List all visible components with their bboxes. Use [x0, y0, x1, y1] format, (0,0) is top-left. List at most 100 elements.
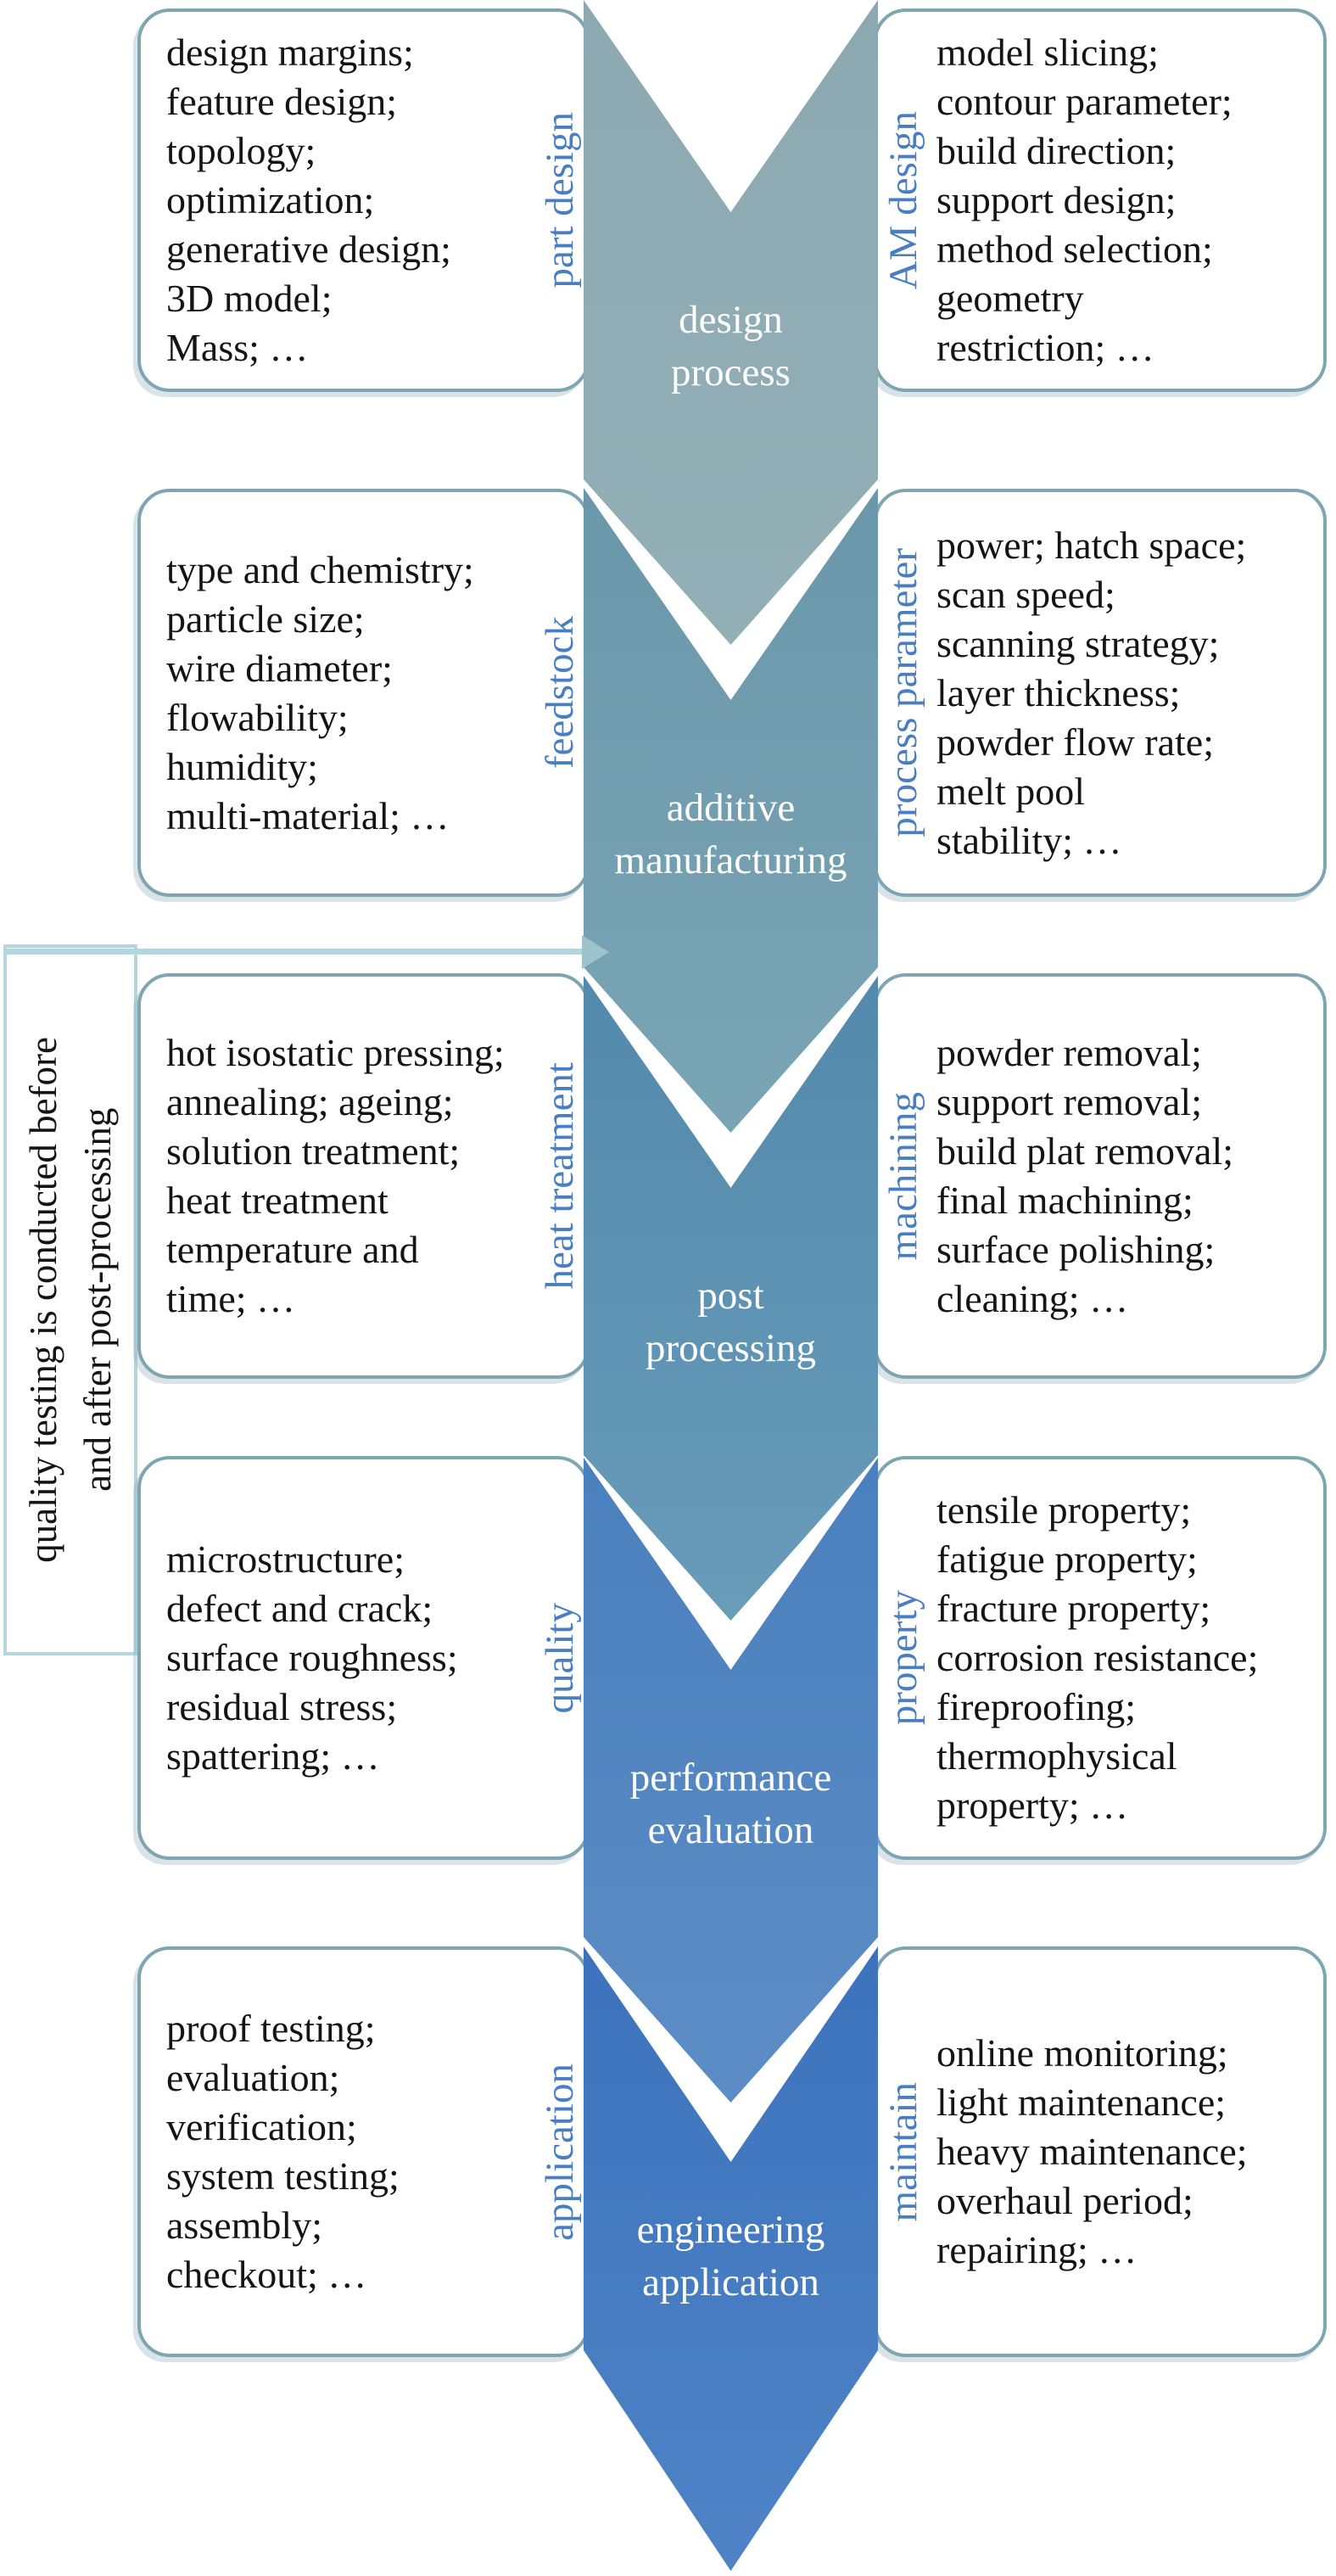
- process-parameter-label: process parameter: [881, 548, 925, 837]
- box-text-line: support design;: [936, 178, 1177, 221]
- chevron-performance-evaluation-label: performance evaluation: [629, 1755, 832, 1852]
- box-text-line: fireproofing;: [936, 1685, 1137, 1728]
- box-text-line: solution treatment;: [166, 1129, 461, 1173]
- box-text-line: repairing; …: [936, 2228, 1138, 2271]
- maintain-label-col: maintain: [877, 1950, 930, 2354]
- box-text-line: time; …: [166, 1277, 296, 1320]
- property-items: tensile property;fatigue property;fractu…: [930, 1459, 1323, 1856]
- box-text-line: stability; …: [936, 818, 1122, 862]
- box-text-line: microstructure;: [166, 1537, 405, 1581]
- chevron-additive-manufacturing-label: additive manufacturing: [614, 785, 847, 882]
- chevron-post-processing-label: post processing: [645, 1273, 816, 1370]
- heat-treatment-label-col: heat treatment: [534, 977, 586, 1375]
- box-text-line: multi-material; …: [166, 793, 450, 837]
- box-text-line: particle size;: [166, 596, 365, 641]
- machining-label: machining: [881, 1091, 925, 1261]
- left-box-feedstock: type and chemistry; particle size; wire di…: [137, 489, 590, 897]
- box-text-line: surface roughness;: [166, 1636, 458, 1679]
- machining-items: powder removal;support removal;build pla…: [930, 977, 1323, 1375]
- property-label: property: [881, 1590, 925, 1726]
- box-text-line: scanning strategy;: [936, 621, 1220, 665]
- annotation-text: quality testing is conducted before and …: [16, 1037, 125, 1563]
- box-text-line: topology;: [166, 129, 316, 172]
- box-text-line: restriction; …: [936, 326, 1154, 369]
- application-items: proof testing; evaluation; verification; sy…: [141, 1950, 534, 2354]
- box-text-line: assembly;: [166, 2204, 322, 2247]
- box-text-line: design margins;: [166, 31, 414, 74]
- box-text-line: powder flow rate;: [936, 720, 1214, 764]
- am-design-label-col: AM design: [877, 12, 930, 389]
- box-text-line: final machining;: [936, 1179, 1193, 1222]
- box-text-line: type and chemistry;: [166, 547, 474, 591]
- box-text-line: flowability;: [166, 695, 349, 739]
- right-box-property: property tensile property; fatigue proper…: [874, 1456, 1327, 1860]
- annotation-arrow-line: [7, 949, 584, 955]
- box-text-line: 3D model;: [166, 277, 333, 320]
- left-box-part-design: design margins;feature design;topology;o…: [137, 8, 590, 392]
- box-text-line: feature design;: [166, 80, 398, 123]
- right-box-process-parameter: process parameter power; hatch space;sca…: [874, 489, 1327, 897]
- box-text-line: online monitoring;: [936, 2031, 1228, 2075]
- maintain-items: online monitoring;light maintenance;heav…: [930, 1950, 1323, 2354]
- box-text-line: evaluation;: [166, 2056, 340, 2099]
- process-parameter-label-col: process parameter: [877, 492, 930, 893]
- box-text-line: heavy maintenance;: [936, 2130, 1248, 2173]
- box-text-line: humidity;: [166, 744, 318, 788]
- left-box-heat-treatment: hot isostatic pressing;annealing; ageing…: [137, 973, 590, 1379]
- box-text-line: geometry: [936, 277, 1084, 320]
- feedstock-label: feedstock: [538, 616, 582, 770]
- part-design-label: part design: [538, 112, 582, 288]
- quality-label: quality: [538, 1602, 582, 1714]
- am-design-items: model slicing; contour parameter; build di…: [930, 12, 1323, 389]
- annotation-line-2: and after post-processing: [76, 1107, 119, 1492]
- box-text-line: melt pool: [936, 769, 1086, 813]
- box-text-line: proof testing;: [166, 2007, 376, 2050]
- box-text-line: corrosion resistance;: [936, 1636, 1259, 1679]
- process-parameter-items: power; hatch space;scan speed;scanning s…: [930, 492, 1323, 893]
- box-text-line: verification;: [166, 2105, 357, 2148]
- box-text-line: wire diameter;: [166, 646, 393, 690]
- box-text-line: tensile property;: [936, 1488, 1192, 1532]
- chevron-design-process: design process: [584, 0, 878, 645]
- box-text-line: defect and crack;: [166, 1587, 433, 1630]
- part-design-label-col: part design: [534, 12, 586, 389]
- box-text-line: residual stress;: [166, 1685, 398, 1728]
- box-text-line: system testing;: [166, 2154, 400, 2198]
- annotation-arrow-head-icon: [582, 935, 609, 969]
- right-box-am-design: AM design model slicing; contour paramete…: [874, 8, 1327, 392]
- quality-items: microstructure; defect and crack; surface …: [141, 1459, 534, 1856]
- box-text-line: cleaning; …: [936, 1277, 1129, 1320]
- box-text-line: model slicing;: [936, 31, 1159, 74]
- box-text-line: spattering; …: [166, 1734, 380, 1778]
- application-label: application: [538, 2063, 582, 2241]
- box-text-line: power; hatch space;: [936, 523, 1247, 567]
- annotation-line-1: quality testing is conducted before: [22, 1037, 64, 1563]
- box-text-line: method selection;: [936, 227, 1213, 271]
- machining-label-col: machining: [877, 977, 930, 1375]
- box-text-line: property; …: [936, 1784, 1129, 1827]
- box-text-line: heat treatment: [166, 1179, 389, 1222]
- box-text-line: temperature and: [166, 1228, 419, 1271]
- chevron-engineering-application-label: engineering application: [636, 2208, 825, 2304]
- box-text-line: build plat removal;: [936, 1129, 1234, 1173]
- box-text-line: fatigue property;: [936, 1537, 1198, 1581]
- quality-label-col: quality: [534, 1459, 586, 1856]
- right-box-machining: machining powder removal;support removal…: [874, 973, 1327, 1379]
- box-text-line: contour parameter;: [936, 80, 1233, 123]
- application-label-col: application: [534, 1950, 586, 2354]
- heat-treatment-label: heat treatment: [538, 1062, 582, 1290]
- box-text-line: build direction;: [936, 129, 1177, 172]
- box-text-line: thermophysical: [936, 1734, 1177, 1778]
- part-design-items: design margins;feature design;topology;o…: [141, 12, 534, 389]
- maintain-label: maintain: [881, 2081, 925, 2222]
- chevron-design-process-label: design process: [671, 297, 791, 395]
- left-box-application: proof testing; evaluation; verification; sy…: [137, 1946, 590, 2357]
- box-text-line: generative design;: [166, 227, 451, 271]
- box-text-line: surface polishing;: [936, 1228, 1216, 1271]
- feedstock-label-col: feedstock: [534, 492, 586, 893]
- box-text-line: powder removal;: [936, 1031, 1202, 1074]
- box-text-line: overhaul period;: [936, 2179, 1193, 2222]
- am-design-label: AM design: [881, 110, 925, 290]
- box-text-line: Mass; …: [166, 326, 309, 369]
